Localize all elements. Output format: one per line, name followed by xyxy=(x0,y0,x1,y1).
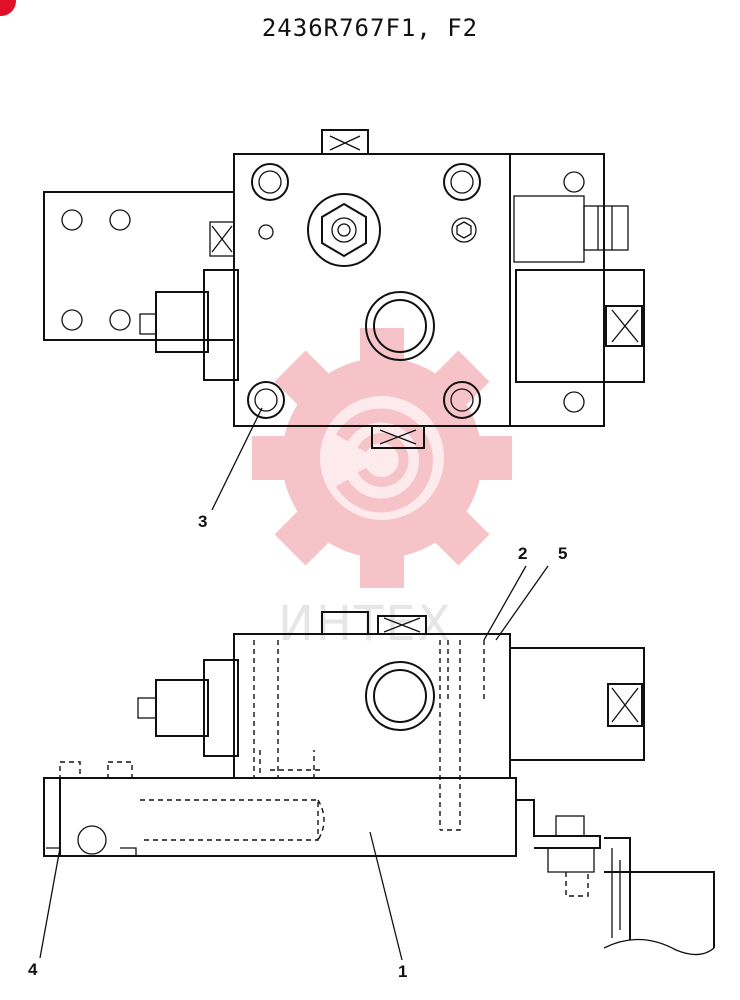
callout-2: 2 xyxy=(518,544,528,563)
callout-5: 5 xyxy=(558,544,568,563)
watermark-text: ИНТЕХ xyxy=(278,596,453,652)
callout-4: 4 xyxy=(28,960,38,979)
top-view xyxy=(43,129,645,449)
side-view xyxy=(43,611,715,956)
callout-1: 1 xyxy=(398,962,408,981)
callout-3: 3 xyxy=(198,512,208,531)
drawing-title: 2436R767F1, F2 xyxy=(261,14,479,42)
